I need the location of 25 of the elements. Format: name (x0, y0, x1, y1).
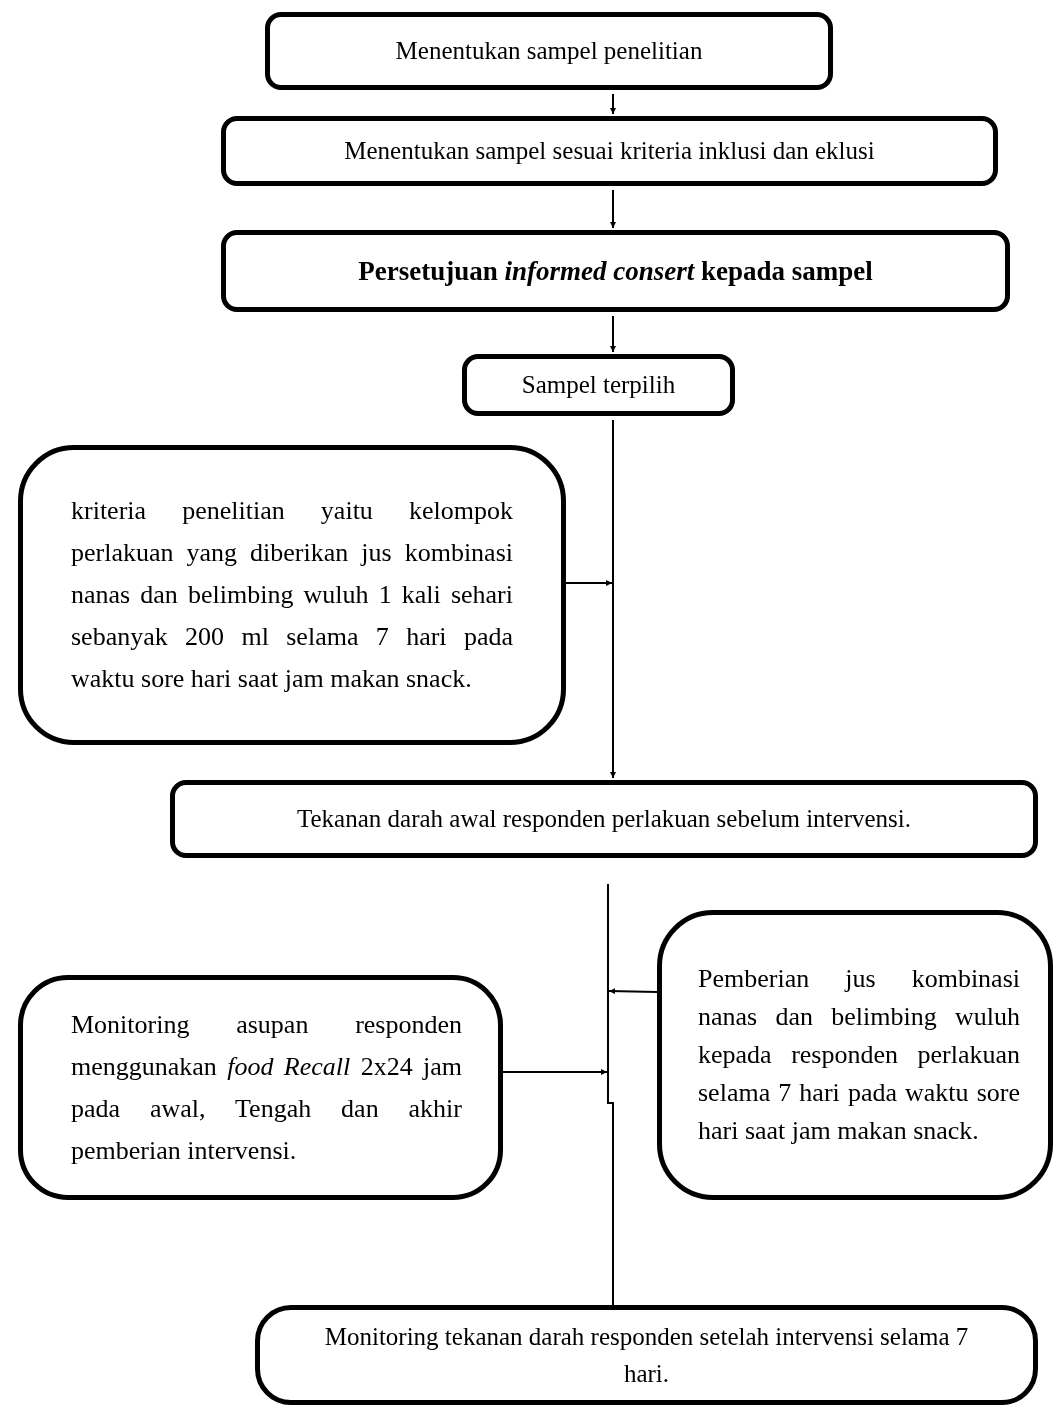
process-box (170, 780, 1038, 858)
box-text: Monitoring tekanan darah responden setelah intervensi selama 7 hari. (323, 1321, 970, 1389)
arrow (608, 988, 658, 995)
box-text: Persetujuan informed consert kepada sampel (357, 254, 874, 288)
process-box (265, 12, 833, 90)
process-box (255, 1305, 1038, 1405)
box-text: Sampel terpilih (520, 370, 677, 401)
box-text: Monitoring asupan responden menggunakan food Recall 2x24 jam pada awal, Tengah dan akhir pemberian intervensi. (70, 1008, 463, 1167)
arrow (610, 419, 616, 779)
process-box (221, 116, 998, 186)
process-box (221, 230, 1010, 312)
box-text: Menentukan sampel penelitian (394, 36, 704, 67)
box-text: Menentukan sampel sesuai kriteria inklusi dan eklusi (343, 136, 876, 167)
process-box (657, 910, 1053, 1200)
arrow (502, 1069, 608, 1075)
arrow (610, 189, 616, 229)
arrow (610, 315, 616, 353)
box-text: kriteria penelitian yaitu kelompok perlakuan yang diberikan jus kombinasi nanas dan belimbing wuluh 1 kali sehari sebanyak 200 ml selama 7 hari pada waktu sore hari saat jam makan snack. (70, 495, 514, 695)
process-box (18, 445, 566, 745)
box-text: Pemberian jus kombinasi nanas dan belimbing wuluh kepada responden perlakuan selama 7 hari pada waktu sore hari saat jam makan snack. (697, 963, 1021, 1147)
arrow (610, 93, 616, 115)
process-box (462, 354, 735, 416)
arrow (565, 580, 613, 586)
box-text: Tekanan darah awal responden perlakuan sebelum intervensi. (296, 804, 912, 835)
process-box (18, 975, 503, 1200)
